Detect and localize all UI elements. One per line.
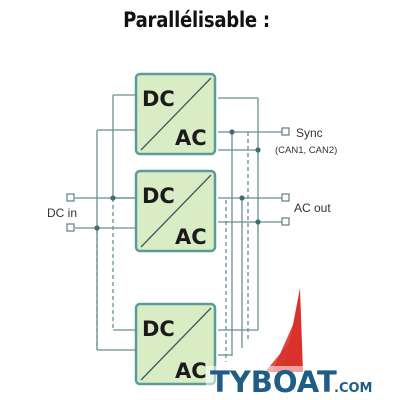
converter-2-ac-label: AC [175,225,207,249]
sync-terminal [281,127,290,136]
dc-in-terminal-1 [66,193,75,202]
converter-2-dc-label: DC [142,184,175,208]
page-title: Parallélisable : [123,8,270,32]
ac-out-terminal-2 [281,217,290,226]
dc-in-label: DC in [47,206,77,220]
logo-brand: TYBOAT [210,365,337,399]
ac-out-terminal-1 [281,193,290,202]
sync-sub-label: (CAN1, CAN2) [275,145,337,156]
converter-1-dc-label: DC [142,87,175,111]
dc-in-terminal-2 [66,223,75,232]
sync-label: Sync [296,126,323,140]
sail-icon [265,288,303,372]
ac-out-label: AC out [294,201,331,215]
converter-1-ac-label: AC [175,126,207,150]
terminals [66,127,290,232]
converter-3-ac-label: AC [175,359,207,383]
wiring [75,94,282,362]
converter-2: DC AC [134,169,217,253]
converter-3: DC AC [134,302,217,386]
converter-3-dc-label: DC [142,317,175,341]
converter-1: DC AC [134,72,217,156]
tyboat-logo: TYBOAT .COM [206,288,376,399]
logo-suffix: .COM [334,381,372,396]
junction-dots [94,129,261,231]
